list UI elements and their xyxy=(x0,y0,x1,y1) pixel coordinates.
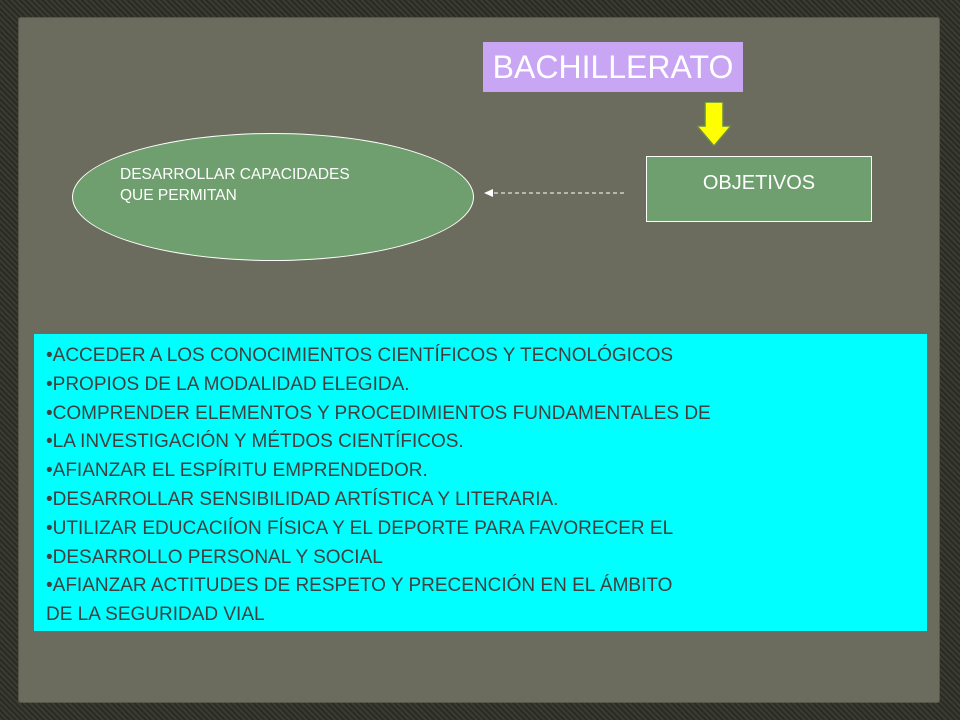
objectives-list-box: •ACCEDER A LOS CONOCIMIENTOS CIENTÍFICOS… xyxy=(34,334,927,631)
objective-line: •AFIANZAR EL ESPÍRITU EMPRENDEDOR. xyxy=(46,460,428,482)
objective-line: •COMPRENDER ELEMENTOS Y PROCEDIMIENTOS F… xyxy=(46,402,711,424)
ellipse-line-2: QUE PERMITAN xyxy=(120,187,237,204)
objective-line: •DESARROLLAR SENSIBILIDAD ARTÍSTICA Y LI… xyxy=(46,488,559,510)
objective-line: DE LA SEGURIDAD VIAL xyxy=(46,604,265,626)
objective-line: •PROPIOS DE LA MODALIDAD ELEGIDA. xyxy=(46,373,410,395)
dashed-left-arrow xyxy=(484,189,624,197)
objetivos-box: OBJETIVOS xyxy=(646,156,872,222)
objective-line: •AFIANZAR ACTITUDES DE RESPETO Y PRECENC… xyxy=(46,575,673,597)
objective-line: •ACCEDER A LOS CONOCIMIENTOS CIENTÍFICOS… xyxy=(46,345,674,366)
down-arrow-icon xyxy=(697,102,731,146)
objective-line: •LA INVESTIGACIÓN Y MÉTDOS CIENTÍFICOS. xyxy=(46,431,464,453)
objective-line: •UTILIZAR EDUCACIÍON FÍSICA Y EL DEPORTE… xyxy=(46,517,674,539)
ellipse-text: DESARROLLAR CAPACIDADES QUE PERMITAN xyxy=(120,164,450,206)
capacidades-ellipse xyxy=(72,133,474,261)
bachillerato-title-box: BACHILLERATO xyxy=(483,42,743,92)
objective-line: •DESARROLLO PERSONAL Y SOCIAL xyxy=(46,546,383,568)
ellipse-line-1: DESARROLLAR CAPACIDADES xyxy=(120,166,350,183)
